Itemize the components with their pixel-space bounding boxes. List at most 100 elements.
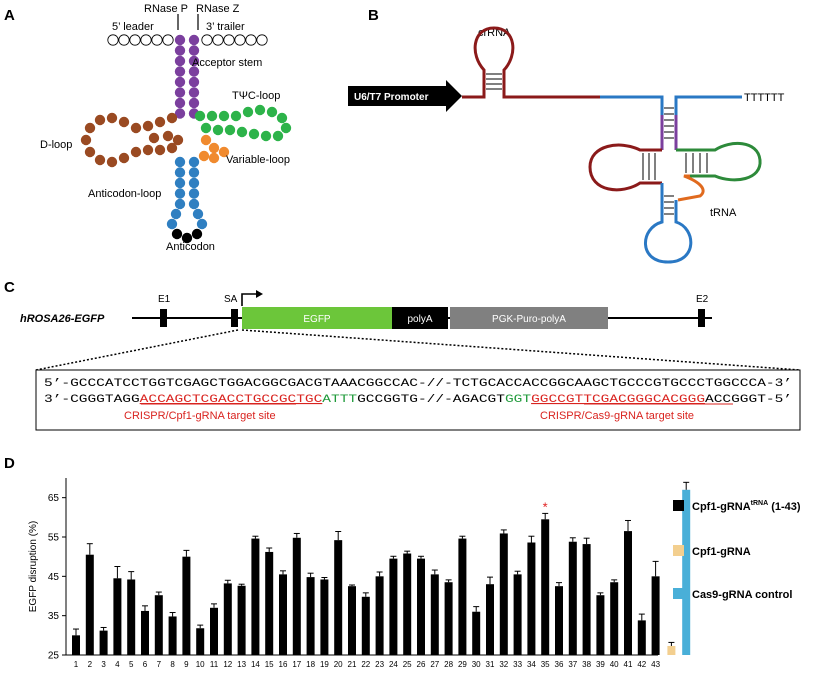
panel-b-letter: B — [368, 7, 379, 24]
x-tick-label: 2 — [88, 660, 93, 669]
variable-loop-base — [208, 142, 220, 154]
x-tick-label: 17 — [292, 660, 301, 669]
seq-bottom-part-1: 3’-CGGGTAGG — [44, 394, 140, 406]
x-tick-label: 8 — [170, 660, 175, 669]
twc-loop-base — [230, 110, 242, 122]
legend-label-cpf1: Cpf1-gRNA — [692, 546, 751, 558]
bar-cpf1-control — [667, 645, 676, 655]
d-loop-base — [148, 132, 160, 144]
twc-loop-base — [280, 122, 292, 134]
locus-label: hROSA26-EGFP — [20, 313, 105, 325]
legend-swatch-cpf1 — [673, 545, 684, 556]
x-tick-label: 34 — [527, 660, 536, 669]
anticodon-loop-label: Anticodon-loop — [88, 188, 161, 200]
acceptor-stem-label: Acceptor stem — [192, 57, 262, 69]
anticodon-stem-base — [174, 177, 186, 189]
bar-cpf1-trna — [168, 616, 177, 655]
seq-cpf1-target: ACCAGCTCGACCTGCCGCTGC — [140, 394, 323, 406]
trailer-label: 3’ trailer — [206, 21, 245, 33]
trailer-base — [245, 34, 257, 46]
y-tick-label: 25 — [48, 651, 60, 662]
bar-cpf1-trna — [610, 582, 619, 655]
poly-t-label: TTTTTT — [744, 92, 785, 104]
twc-loop-bases — [194, 104, 292, 142]
legend-label-cas9: Cas9-gRNA control — [692, 589, 792, 601]
x-tick-label: 31 — [486, 660, 495, 669]
d-loop-base — [106, 112, 118, 124]
bar-cpf1-trna — [292, 537, 301, 655]
d-loop-base — [130, 122, 142, 134]
trailer-base — [201, 34, 213, 46]
d-loop-base — [94, 114, 106, 126]
bar-cpf1-trna — [541, 519, 550, 655]
egfp-label: EGFP — [303, 314, 331, 325]
y-tick-label: 65 — [48, 493, 60, 504]
bar-cpf1-trna — [596, 595, 605, 655]
acceptor-base — [174, 45, 186, 56]
anticodon-stem-base — [174, 188, 186, 199]
polya-label: polyA — [407, 314, 432, 325]
d-loop-base — [118, 152, 130, 164]
exon-e1 — [160, 309, 167, 327]
panel-d-letter: D — [4, 455, 15, 472]
anticodon-base — [191, 228, 203, 240]
bar-cpf1-trna — [361, 596, 370, 655]
seq-bottom-part-7: ACCGGGT-5’ — [705, 394, 792, 406]
twc-loop-base — [254, 104, 266, 116]
twc-loop-label: TΨC-loop — [232, 90, 280, 102]
bar-cpf1-trna — [320, 579, 329, 655]
leader-base — [129, 34, 141, 46]
legend-swatch-cas9 — [673, 588, 684, 599]
d-loop-base — [166, 142, 178, 154]
x-tick-label: 30 — [472, 660, 481, 669]
d-loop-base — [118, 116, 130, 128]
bar-cpf1-trna — [417, 558, 425, 655]
x-tick-label: 33 — [513, 660, 522, 669]
bar-cpf1-trna — [196, 628, 205, 655]
bar-cpf1-trna — [99, 630, 108, 655]
x-tick-label: 15 — [265, 660, 274, 669]
trna-d-stem-pairs — [642, 153, 656, 180]
e2-label: E2 — [696, 294, 709, 305]
variable-loop-bases — [198, 134, 230, 164]
bar-cpf1-trna — [444, 582, 453, 655]
variable-loop-base — [218, 146, 230, 158]
bar-cpf1-trna — [85, 554, 94, 655]
trna-anticodon-loop — [644, 183, 693, 264]
bar-cpf1-trna — [72, 635, 80, 655]
cas9-site-label: CRISPR/Cas9-gRNA target site — [540, 410, 694, 422]
twc-loop-base — [236, 126, 248, 138]
bar-cpf1-trna — [375, 576, 384, 655]
acceptor-base — [188, 34, 200, 46]
x-tick-label: 37 — [568, 660, 577, 669]
acceptor-base — [174, 76, 186, 88]
x-tick-label: 4 — [115, 660, 120, 669]
seq-cas9-pam: GGT — [505, 394, 531, 406]
x-tick-label: 10 — [196, 660, 205, 669]
twc-loop-base — [224, 124, 236, 136]
d-loop-label: D-loop — [40, 139, 72, 151]
twc-loop-base — [200, 122, 212, 134]
x-tick-label: 21 — [348, 660, 357, 669]
panel-a-letter: A — [4, 7, 15, 24]
twc-loop-base — [218, 110, 230, 122]
x-tick-label: 16 — [279, 660, 288, 669]
bar-cpf1-trna — [403, 553, 412, 655]
sequence-top-strand: 5’-GCCCATCCTGGTCGAGCTGGACGGCGACGTAAACGGC… — [44, 378, 792, 390]
acceptor-base — [174, 66, 186, 77]
sequence-box — [35, 369, 801, 431]
d-loop-base — [106, 156, 118, 168]
bar-cpf1-trna — [651, 576, 660, 655]
panel-c-letter: C — [4, 279, 15, 296]
bar-cpf1-trna — [637, 620, 646, 655]
x-tick-label: 1 — [74, 660, 79, 669]
bar-cpf1-trna — [223, 583, 232, 655]
trna-trailer-line — [674, 95, 742, 115]
anticodon-loop-base — [192, 208, 204, 220]
bar-cpf1-trna — [237, 585, 246, 655]
acceptor-base — [174, 55, 186, 67]
bar-cpf1-trna — [127, 579, 136, 655]
x-tick-label: 43 — [651, 660, 660, 669]
x-tick-label: 38 — [582, 660, 591, 669]
